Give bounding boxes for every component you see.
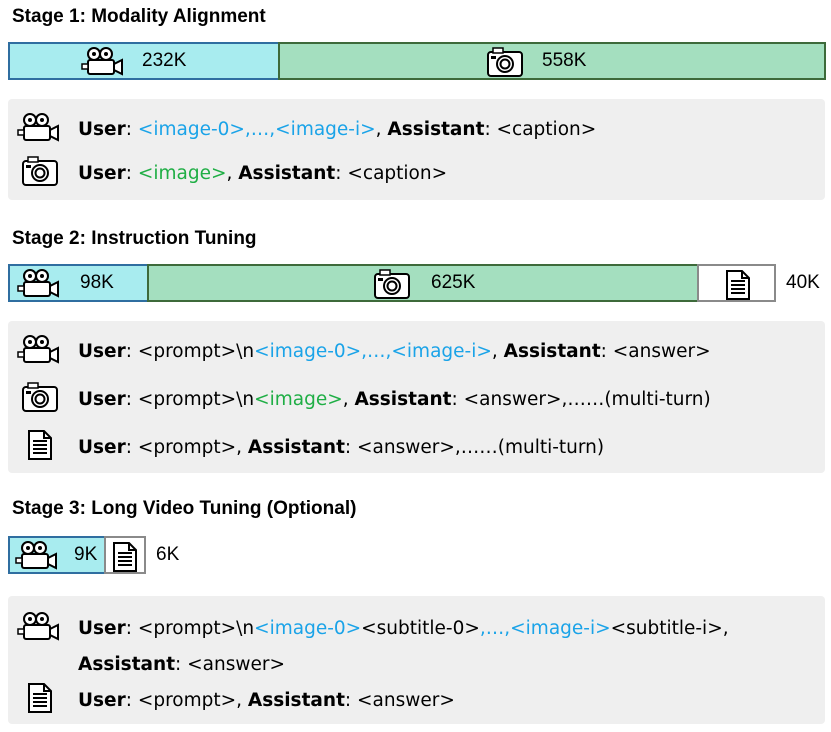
stage-2-row-video-text: User: <prompt>\n<image-0>,…,<image-i>, A… — [78, 341, 711, 362]
stage-2-text-count: 40K — [786, 272, 820, 293]
stage-1-row-image-text: User: <image>, Assistant: <caption> — [78, 163, 447, 184]
format-token: ,…, — [479, 617, 511, 639]
format-token: Assistant — [387, 118, 485, 140]
stage-3-text-count: 6K — [156, 544, 180, 565]
format-token: : <answer>,……(multi-turn) — [344, 436, 605, 458]
format-token: <image> — [137, 162, 227, 184]
format-token: User — [78, 118, 126, 140]
format-token: : <answer> — [600, 340, 711, 362]
format-token: <subtitle-i>, — [610, 617, 729, 639]
stage-2-bar: 98K 625K — [8, 264, 776, 302]
video-camera-icon — [16, 268, 64, 303]
format-token: : <answer> — [175, 653, 285, 675]
stage-3-row-text-text: User: <prompt>, Assistant: <answer> — [78, 690, 455, 711]
document-icon — [27, 682, 53, 719]
stage-2-image-segment: 625K — [147, 264, 699, 302]
stage-3-video-segment: 9K — [8, 536, 106, 574]
stage-2-image-count: 625K — [431, 272, 476, 293]
stage-3-text-segment — [104, 536, 146, 574]
stage-1-row-image: User: <image>, Assistant: <caption> — [8, 155, 825, 192]
stage-2-text-segment — [697, 264, 776, 302]
video-camera-icon — [14, 540, 62, 575]
camera-icon — [486, 46, 524, 83]
stage-3-row-text: User: <prompt>, Assistant: <answer> — [8, 682, 825, 719]
format-token: : <prompt>\n — [125, 388, 255, 410]
video-camera-icon — [16, 112, 64, 147]
stage-3-title: Stage 3: Long Video Tuning (Optional) — [12, 498, 357, 519]
format-token: : <prompt>, — [125, 436, 248, 458]
format-token: <image> — [254, 388, 343, 410]
format-token: Assistant — [247, 689, 345, 711]
document-icon — [725, 269, 751, 306]
format-token: User — [78, 617, 126, 639]
stage-1-row-video-text: User: <image-0>,…,<image-i>, Assistant: … — [78, 119, 596, 140]
stage-3-format-panel: User: <prompt>\n<image-0><subtitle-0>,…,… — [8, 596, 825, 724]
video-camera-icon — [80, 46, 128, 81]
format-token: User — [78, 340, 126, 362]
stage-1-video-segment: 232K — [8, 42, 280, 80]
stage-3-bar: 9K — [8, 536, 148, 574]
format-token: , — [491, 340, 504, 362]
stage-3-video-count: 9K — [74, 544, 98, 565]
video-camera-icon — [16, 611, 64, 646]
format-token: <image-0>,…,<image-i> — [137, 118, 376, 140]
format-token: , — [226, 162, 239, 184]
stage-2-title: Stage 2: Instruction Tuning — [12, 228, 257, 249]
format-token: , — [375, 118, 388, 140]
document-icon — [112, 541, 138, 578]
video-camera-icon — [16, 334, 64, 369]
stage-2-video-count: 98K — [80, 272, 114, 293]
format-token: : <caption> — [484, 118, 597, 140]
stage-1-video-count: 232K — [142, 50, 187, 71]
format-token: User — [78, 436, 126, 458]
camera-icon — [373, 268, 411, 305]
camera-icon — [21, 155, 59, 192]
format-token: Assistant — [354, 388, 452, 410]
format-token: Assistant — [247, 436, 345, 458]
format-token: : — [125, 118, 138, 140]
format-token: User — [78, 689, 126, 711]
format-token: : <answer>,……(multi-turn) — [451, 388, 711, 410]
format-token: <subtitle-0> — [361, 617, 480, 639]
format-token: : <prompt>\n — [125, 340, 255, 362]
stage-2-row-video: User: <prompt>\n<image-0>,…,<image-i>, A… — [8, 334, 825, 369]
format-token: Assistant — [503, 340, 601, 362]
format-token: : — [125, 162, 138, 184]
stage-3-row-video-text: User: <prompt>\n<image-0><subtitle-0>,…,… — [78, 618, 729, 639]
format-token: : <prompt>\n — [125, 617, 255, 639]
format-token: User — [78, 162, 126, 184]
format-token: , — [342, 388, 355, 410]
format-token: <image-i> — [510, 617, 611, 639]
stage-1-row-video: User: <image-0>,…,<image-i>, Assistant: … — [8, 112, 825, 147]
stage-3-row-video-text-cont: Assistant: <answer> — [78, 654, 285, 675]
stage-2-format-panel: User: <prompt>\n<image-0>,…,<image-i>, A… — [8, 321, 825, 473]
stage-1-bar: 232K 558K — [8, 42, 826, 80]
format-token: <image-0>,…,<image-i> — [254, 340, 492, 362]
format-token: Assistant — [238, 162, 336, 184]
format-token: User — [78, 388, 126, 410]
document-icon — [27, 429, 53, 466]
format-token: : <answer> — [344, 689, 455, 711]
stage-2-row-text: User: <prompt>, Assistant: <answer>,……(m… — [8, 429, 825, 466]
format-token: : <caption> — [335, 162, 448, 184]
stage-2-row-image: User: <prompt>\n<image>, Assistant: <ans… — [8, 381, 825, 418]
stage-1-image-segment: 558K — [278, 42, 826, 80]
format-token: : <prompt>, — [125, 689, 248, 711]
stage-1-title: Stage 1: Modality Alignment — [12, 6, 266, 27]
format-token: <image-0> — [254, 617, 362, 639]
stage-1-format-panel: User: <image-0>,…,<image-i>, Assistant: … — [8, 99, 825, 200]
camera-icon — [21, 381, 59, 418]
stage-2-video-segment: 98K — [8, 264, 149, 302]
stage-2-row-image-text: User: <prompt>\n<image>, Assistant: <ans… — [78, 389, 711, 410]
stage-3-row-video: User: <prompt>\n<image-0><subtitle-0>,…,… — [8, 611, 825, 646]
stage-1-image-count: 558K — [542, 50, 587, 71]
stage-2-row-text-text: User: <prompt>, Assistant: <answer>,……(m… — [78, 437, 604, 458]
format-token: Assistant — [78, 653, 176, 675]
stage-3-row-video-cont: Assistant: <answer> — [8, 648, 825, 680]
